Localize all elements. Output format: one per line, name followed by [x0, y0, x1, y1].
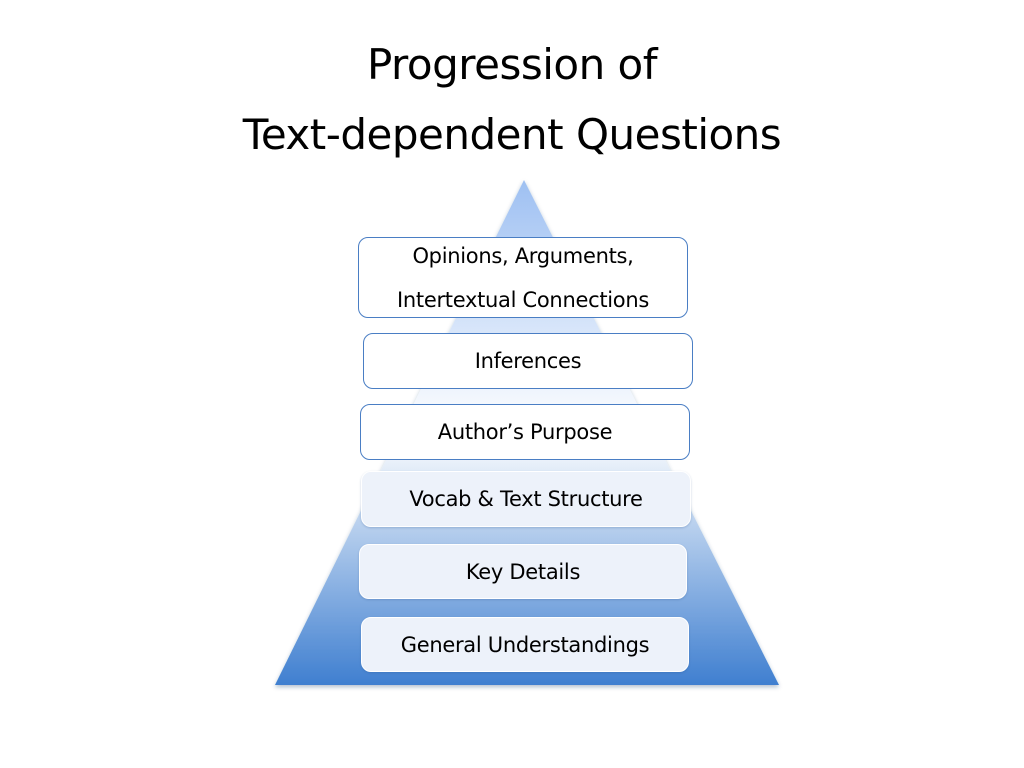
level-vocab-text-structure: Vocab & Text Structure — [361, 471, 691, 527]
level-opinions-arguments: Opinions, Arguments, Intertextual Connec… — [358, 237, 688, 318]
level-label: Vocab & Text Structure — [409, 487, 643, 511]
level-label: General Understandings — [400, 632, 650, 657]
level-label-line-1: Opinions, Arguments, — [412, 243, 634, 268]
slide-title-line-2: Text-dependent Questions — [242, 110, 782, 159]
level-label-line-2: Intertextual Connections — [397, 287, 649, 312]
level-label: Key Details — [465, 559, 581, 584]
level-label: Inferences — [474, 349, 582, 373]
level-authors-purpose: Author’s Purpose — [360, 404, 690, 460]
level-inferences: Inferences — [363, 333, 693, 389]
slide-title-line-1: Progression of — [366, 40, 658, 89]
level-general-understandings: General Understandings — [361, 617, 689, 672]
slide-title: Progression of Text-dependent Questions — [0, 30, 1024, 170]
level-key-details: Key Details — [359, 544, 687, 599]
level-label: Author’s Purpose — [437, 420, 613, 444]
